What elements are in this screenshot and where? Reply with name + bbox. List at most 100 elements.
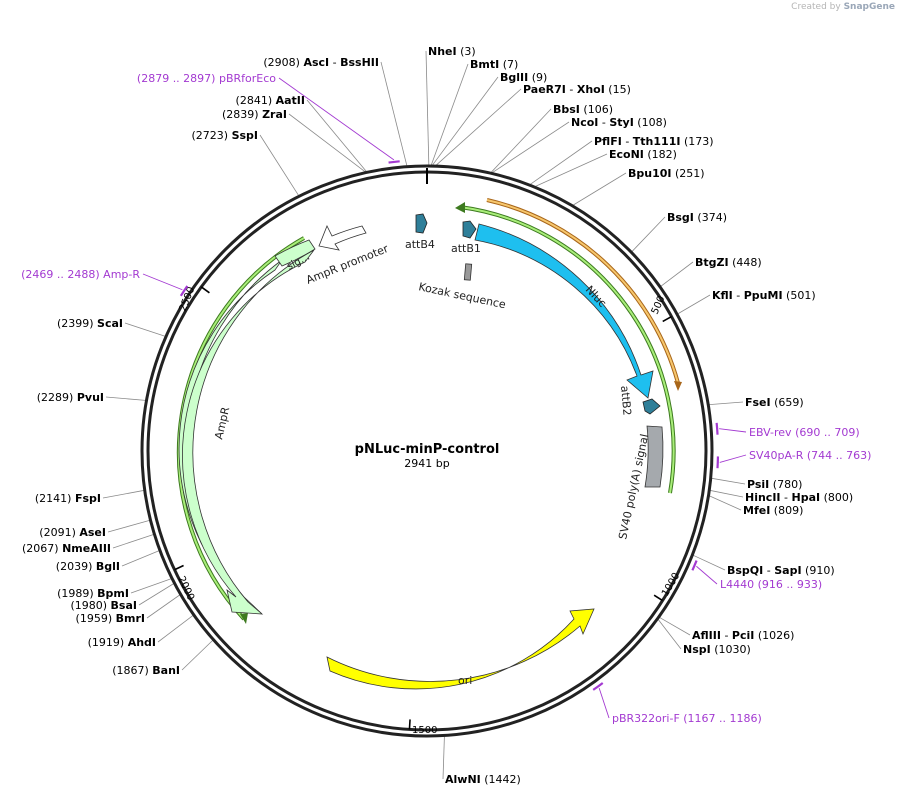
enzyme-leader-bpu10i bbox=[572, 172, 627, 206]
tick-2500 bbox=[200, 286, 210, 294]
feature-nluc bbox=[474, 223, 654, 399]
primer-label-amp-r: (2469 .. 2488) Amp-R bbox=[21, 268, 140, 281]
enzyme-label-asci: (2908) AscI - BssHII bbox=[263, 56, 379, 69]
enzyme-label-nhei: NheI (3) bbox=[428, 45, 476, 58]
enzyme-leader-zrai bbox=[288, 113, 366, 173]
enzyme-leader-fspi bbox=[102, 490, 144, 499]
primer-mark-pbr322ori-f bbox=[592, 682, 604, 691]
enzyme-label-alwni: AlwNI (1442) bbox=[445, 773, 521, 786]
enzyme-leader-sspi bbox=[259, 134, 299, 196]
enzyme-leader-bsai bbox=[138, 583, 174, 606]
primer-label-pbrforeco: (2879 .. 2897) pBRforEco bbox=[137, 72, 276, 85]
enzyme-leader-bmti bbox=[430, 63, 469, 166]
enzyme-label-mfei: MfeI (809) bbox=[743, 504, 803, 517]
primer-label-l4440: L4440 (916 .. 933) bbox=[720, 578, 822, 591]
orf-arc-ampr-green-inner bbox=[177, 237, 305, 620]
primer-leader-l4440 bbox=[696, 565, 718, 585]
feature-attb1 bbox=[462, 220, 477, 239]
enzyme-leader-nhei bbox=[425, 50, 430, 166]
enzyme-leader-alwni bbox=[442, 736, 445, 780]
enzyme-leader-nmeaiii bbox=[112, 534, 154, 549]
leader-lines bbox=[102, 50, 746, 780]
enzyme-leader-pflfi bbox=[530, 140, 593, 185]
enzyme-label-bglii: BglII (9) bbox=[500, 71, 547, 84]
enzyme-label-bmri: (1959) BmrI bbox=[76, 612, 145, 625]
feature-attb2 bbox=[642, 398, 661, 415]
feature-sv40-polya bbox=[644, 425, 664, 488]
tick-500 bbox=[662, 315, 672, 323]
plasmid-name: pNLuc-minP-control bbox=[355, 442, 500, 457]
enzyme-label-hincii: HincII - HpaI (800) bbox=[745, 491, 853, 504]
enzyme-leader-bpmi bbox=[130, 578, 172, 594]
enzyme-leader-ncoi bbox=[492, 121, 570, 173]
tick-2000 bbox=[174, 564, 184, 571]
enzyme-label-sspi: (2723) SspI bbox=[191, 129, 258, 142]
enzyme-label-asei: (2091) AseI bbox=[39, 526, 106, 539]
orf-arc-ampr-green bbox=[176, 236, 305, 621]
primer-leader-ebv-rev bbox=[719, 428, 747, 433]
enzyme-label-btgzi: BtgZI (448) bbox=[695, 256, 762, 269]
enzyme-label-aatii: (2841) AatII bbox=[236, 94, 305, 107]
enzyme-label-bsai: (1980) BsaI bbox=[70, 599, 137, 612]
features bbox=[178, 213, 664, 690]
feature-label-attb4: attB4 bbox=[405, 238, 435, 251]
backbone-outer bbox=[140, 164, 714, 738]
feature-label-ampr: AmpR bbox=[212, 405, 232, 440]
primer-leader-pbrforeco bbox=[278, 77, 395, 161]
enzyme-label-zrai: (2839) ZraI bbox=[222, 108, 287, 121]
feature-ampr bbox=[178, 259, 283, 614]
enzyme-label-scai: (2399) ScaI bbox=[57, 317, 123, 330]
snapgene-logo: SnapGene bbox=[843, 2, 895, 12]
orf-arc-nluc-orange-inner bbox=[486, 199, 679, 384]
enzyme-leader-psii bbox=[711, 477, 746, 485]
enzyme-leader-ahdi bbox=[157, 615, 194, 643]
enzyme-label-afliii: AflIII - PciI (1026) bbox=[692, 629, 794, 642]
primer-label-sv40pa-r: SV40pA-R (744 .. 763) bbox=[749, 449, 871, 462]
tick-label-1500: 1500 bbox=[412, 725, 437, 736]
credit-prefix: Created by bbox=[791, 2, 841, 12]
enzyme-leader-bsgi bbox=[631, 216, 666, 252]
tick-1500 bbox=[408, 719, 411, 730]
enzyme-label-fspi: (2141) FspI bbox=[35, 492, 101, 505]
enzyme-leader-bspqi bbox=[693, 554, 726, 571]
orf-arcs bbox=[176, 198, 682, 624]
feature-ampr-body bbox=[182, 249, 315, 615]
feature-label-attb2: attB2 bbox=[618, 385, 634, 416]
feature-label-kozak: Kozak sequence bbox=[417, 280, 507, 311]
enzyme-leader-bglii bbox=[432, 76, 499, 166]
feature-kozak bbox=[463, 263, 473, 281]
orf-arc-ampr-green-head bbox=[240, 613, 248, 624]
primer-mark-pbrforeco bbox=[388, 160, 400, 164]
enzyme-label-nmeaiii: (2067) NmeAIII bbox=[22, 542, 111, 555]
enzyme-labels: NheI (3)BmtI (7)BglII (9)PaeR7I - XhoI (… bbox=[22, 45, 853, 786]
enzyme-leader-aatii bbox=[306, 99, 367, 172]
enzyme-label-pflfi: PflFI - Tth111I (173) bbox=[594, 135, 714, 148]
feature-attb4 bbox=[415, 213, 428, 234]
primer-marks: (2879 .. 2897) pBRforEco (2469 .. 2488) A… bbox=[21, 72, 871, 725]
enzyme-leader-kfli bbox=[677, 294, 711, 315]
primer-leader-pbr322ori-f bbox=[598, 687, 610, 719]
primer-mark-ebv-rev bbox=[715, 422, 719, 435]
enzyme-label-ncoi: NcoI - StyI (108) bbox=[571, 116, 667, 129]
enzyme-label-bbsi: BbsI (106) bbox=[553, 103, 613, 116]
enzyme-leader-paer7i bbox=[435, 88, 522, 166]
enzyme-label-pvui: (2289) PvuI bbox=[37, 391, 104, 404]
feature-label-ampr-promoter: AmpR promoter bbox=[304, 242, 390, 287]
enzyme-label-bsgi: BsgI (374) bbox=[667, 211, 727, 224]
enzyme-leader-nspi bbox=[657, 619, 682, 650]
snapgene-credit: Created by SnapGene bbox=[791, 2, 895, 12]
enzyme-leader-fsei bbox=[709, 401, 744, 406]
feature-label-attb1: attB1 bbox=[451, 242, 481, 255]
primer-mark-l4440 bbox=[691, 560, 698, 571]
enzyme-leader-bani bbox=[181, 640, 213, 671]
orf-arc-nluc-orange-head bbox=[674, 381, 682, 391]
enzyme-label-bspqi: BspQI - SapI (910) bbox=[727, 564, 835, 577]
primer-label-pbr322ori-f: pBR322ori-F (1167 .. 1186) bbox=[612, 712, 762, 725]
enzyme-leader-mfei bbox=[709, 495, 742, 511]
enzyme-label-bpu10i: Bpu10I (251) bbox=[628, 167, 705, 180]
orf-arc-nluc-green-head bbox=[455, 202, 465, 213]
enzyme-label-bmti: BmtI (7) bbox=[470, 58, 518, 71]
primer-mark-amp-r bbox=[179, 285, 189, 297]
enzyme-label-bani: (1867) BanI bbox=[112, 664, 180, 677]
